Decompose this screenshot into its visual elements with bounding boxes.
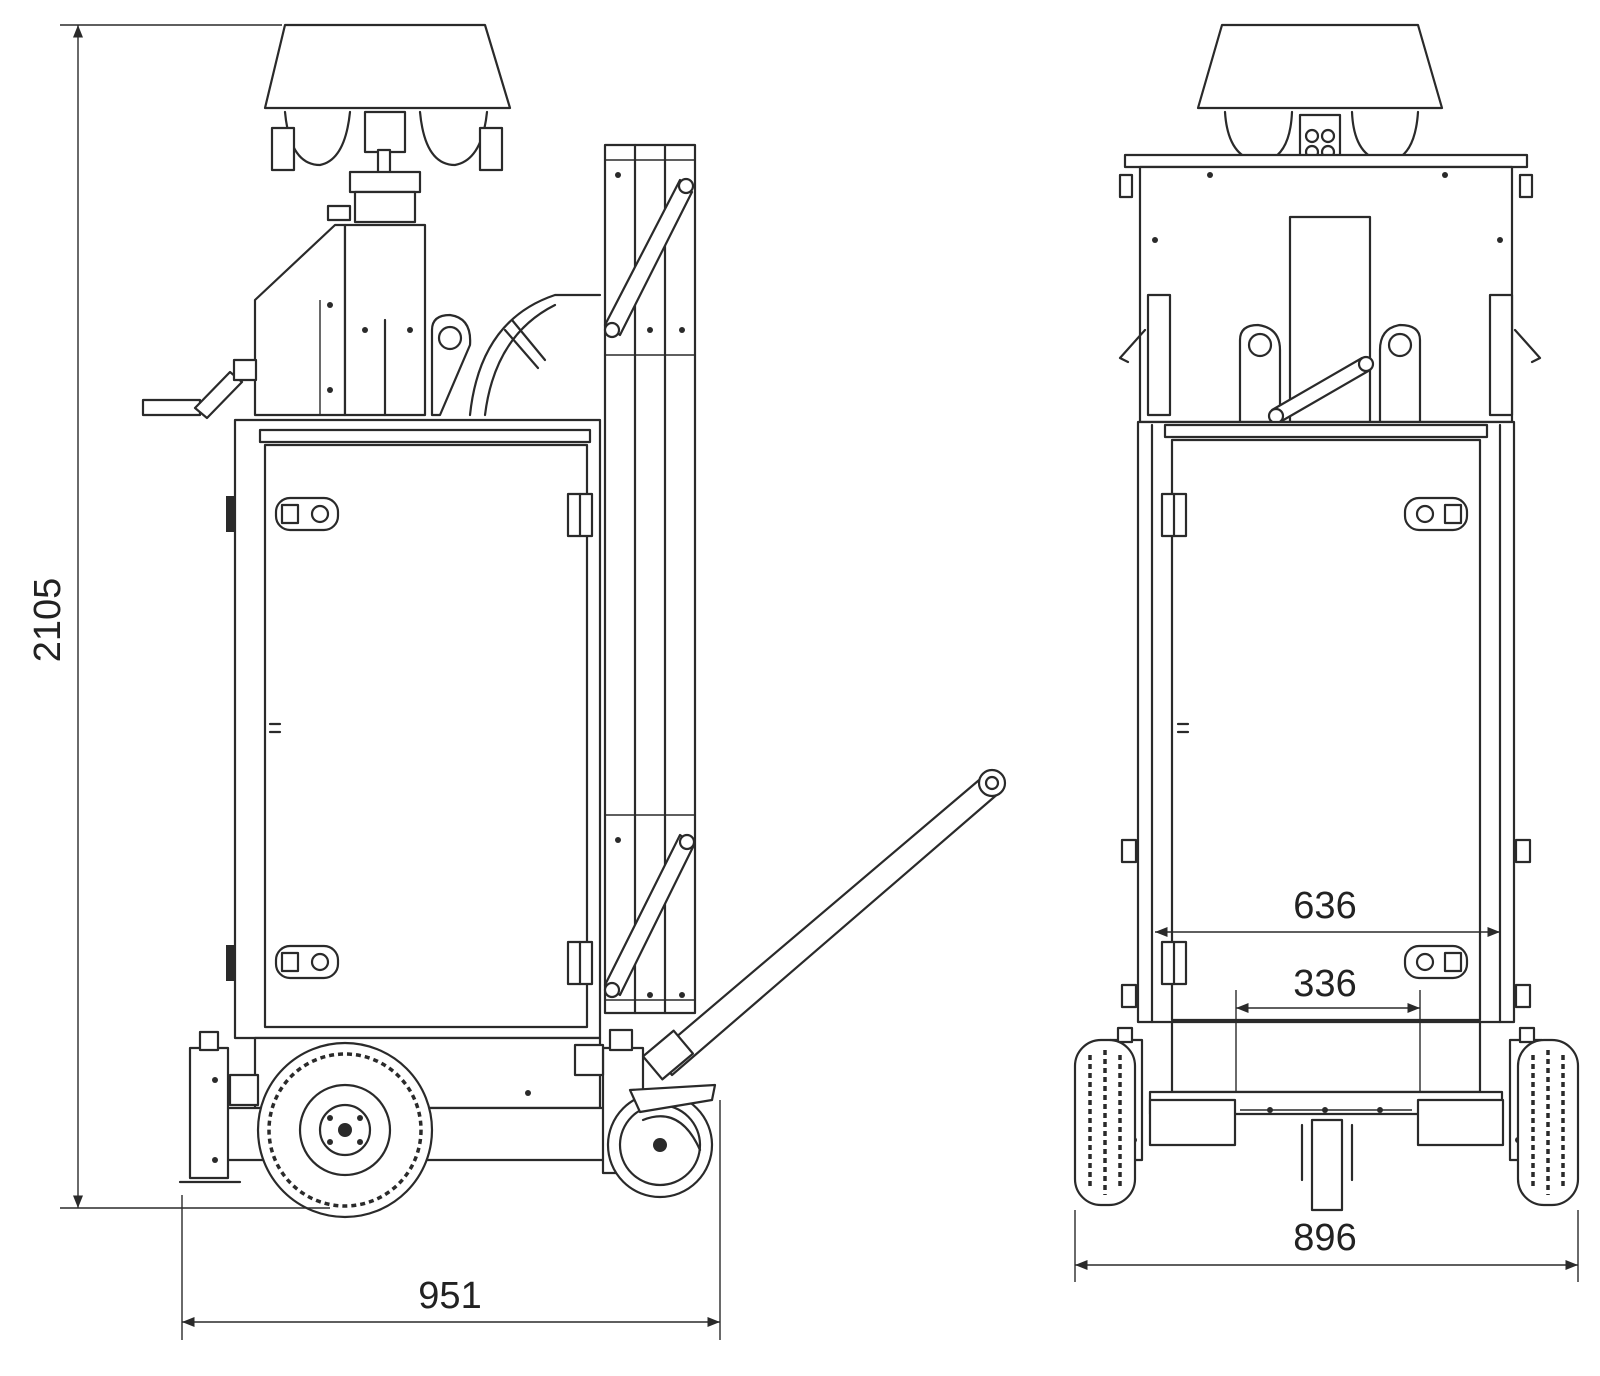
track-width-dimension-label: 636 xyxy=(1293,885,1356,927)
side-mast-housing xyxy=(253,223,602,417)
side-main-wheel xyxy=(256,1041,434,1219)
height-dimension: 2105 xyxy=(27,24,330,1209)
side-lamp-head xyxy=(263,23,512,224)
front-cabinet xyxy=(1120,420,1532,1024)
side-crank-handle xyxy=(141,358,258,420)
side-folded-mast xyxy=(603,143,697,1015)
front-upper-frame xyxy=(1118,153,1542,425)
hitch-width-dimension-label: 336 xyxy=(1293,963,1356,1005)
side-view: 2105 951 xyxy=(27,23,1007,1340)
side-width-dimension-label: 951 xyxy=(418,1275,481,1317)
hitch-width-dimension: 336 xyxy=(1235,963,1421,1092)
front-width-dimension: 896 xyxy=(1074,1210,1579,1282)
side-caster-wheel xyxy=(606,1083,717,1199)
track-width-dimension: 636 xyxy=(1155,885,1500,938)
side-width-dimension: 951 xyxy=(181,1100,721,1340)
front-chassis xyxy=(1108,1020,1544,1212)
front-view: 636 336 896 xyxy=(1073,23,1580,1282)
front-width-dimension-label: 896 xyxy=(1293,1217,1356,1259)
height-dimension-label: 2105 xyxy=(27,578,69,663)
front-left-wheel xyxy=(1073,1038,1137,1207)
front-right-wheel xyxy=(1516,1038,1580,1207)
side-cabinet xyxy=(226,418,602,1040)
side-tow-bar xyxy=(641,768,1007,1081)
